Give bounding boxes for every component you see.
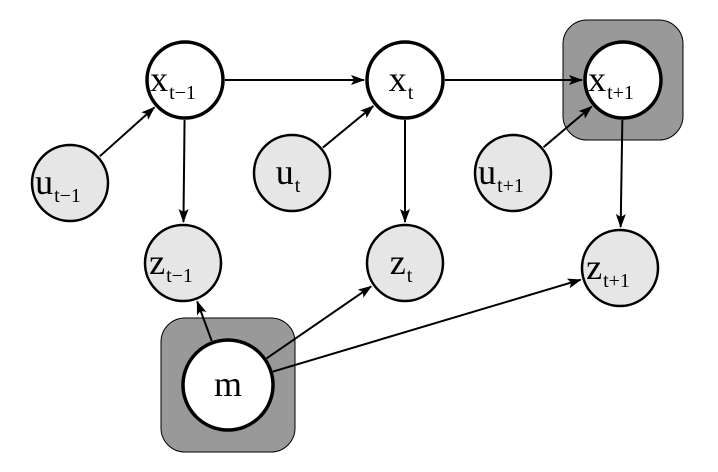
node-z_prev: zt−1 — [143, 223, 223, 303]
edge-layer — [99, 75, 626, 373]
node-label-base-u_next: u — [478, 152, 496, 192]
node-label-sub-z_t: t — [407, 265, 413, 287]
node-circle-m — [181, 338, 275, 432]
node-label-z_next: zt+1 — [586, 247, 630, 292]
edge-m-to-z_next — [272, 278, 582, 373]
node-circle-u_t — [252, 133, 332, 213]
node-label-u_prev: ut−1 — [35, 162, 81, 207]
node-label-sub-x_prev: t−1 — [169, 82, 196, 104]
node-circle-u_next — [473, 133, 553, 213]
edge-x_prev-to-z_prev — [178, 119, 189, 224]
node-label-x_next: xt+1 — [588, 59, 634, 104]
node-label-base-m: m — [214, 364, 242, 404]
node-u_prev: ut−1 — [30, 143, 110, 223]
node-label-u_next: ut+1 — [478, 152, 524, 197]
node-label-base-u_prev: u — [35, 162, 53, 202]
node-circle-x_t — [365, 40, 445, 120]
node-label-base-u_t: u — [276, 152, 294, 192]
node-label-sub-u_next: t+1 — [497, 175, 524, 197]
node-u_next: ut+1 — [473, 133, 553, 213]
node-x_t: xt — [365, 40, 445, 120]
node-circle-u_prev — [30, 143, 110, 223]
edge-u_t-to-x_t — [322, 105, 375, 149]
node-x_next: xt+1 — [583, 40, 663, 120]
node-label-x_prev: xt−1 — [150, 59, 196, 104]
edge-u_prev-to-x_prev — [99, 106, 156, 158]
edge-u_next-to-x_next — [542, 105, 593, 148]
node-label-base-x_prev: x — [150, 59, 168, 99]
node-label-base-z_next: z — [586, 247, 602, 287]
edge-m-to-z_prev — [196, 300, 213, 342]
node-label-z_prev: zt−1 — [149, 242, 193, 287]
node-label-sub-x_next: t+1 — [607, 82, 634, 104]
node-label-base-z_prev: z — [149, 242, 165, 282]
edge-x_next-to-z_next — [615, 119, 626, 229]
node-label-sub-u_prev: t−1 — [54, 185, 81, 207]
node-label-sub-x_t: t — [408, 82, 414, 104]
node-label-x_t: xt — [389, 59, 414, 104]
node-label-z_t: zt — [390, 242, 413, 287]
node-label-sub-z_next: t+1 — [603, 270, 630, 292]
node-label-m: m — [214, 364, 242, 404]
node-x_prev: xt−1 — [145, 40, 225, 120]
node-circle-x_next — [583, 40, 663, 120]
node-circle-z_t — [365, 223, 445, 303]
node-circle-z_next — [580, 228, 660, 308]
edge-m-to-z_t — [266, 285, 373, 360]
node-label-base-z_t: z — [390, 242, 406, 282]
node-label-u_t: ut — [276, 152, 301, 197]
node-u_t: ut — [252, 133, 332, 213]
node-z_next: zt+1 — [580, 228, 660, 308]
node-circle-z_prev — [143, 223, 223, 303]
node-m: m — [181, 338, 275, 432]
node-z_t: zt — [365, 223, 445, 303]
node-label-base-x_t: x — [389, 59, 407, 99]
node-circle-x_prev — [145, 40, 225, 120]
node-label-sub-u_t: t — [295, 175, 301, 197]
node-label-sub-z_prev: t−1 — [166, 265, 193, 287]
node-label-base-x_next: x — [588, 59, 606, 99]
